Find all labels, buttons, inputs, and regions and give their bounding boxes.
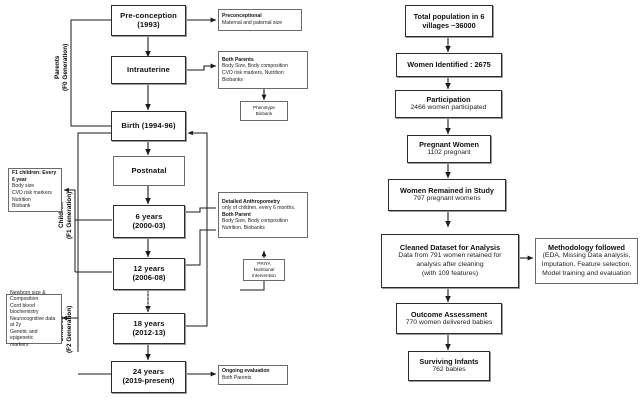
note-f1-children-line-0: F1 children: Every: [12, 170, 57, 177]
note-newborn-line-2: Cord blood: [10, 302, 35, 309]
rnode-outcome-assessment-title: Outcome Assessment: [410, 309, 488, 319]
rnode-cleaned-dataset-title: Cleaned Dataset for Analysis: [399, 243, 501, 253]
node-six-years-subtitle: (2000-03): [132, 220, 166, 230]
note-preconceptional-line-0: Preconceptional: [222, 13, 262, 20]
note-both-parents-line-3: Biobanks: [222, 76, 243, 83]
rnode-women-identified-title: Women Identified : 2675: [407, 60, 491, 70]
note-preconceptional: Preconceptional Maternal and paternal si…: [218, 9, 302, 31]
note-newborn-line-3: biochemistry: [10, 309, 39, 316]
note-preconceptional-line-1: Maternal and paternal size: [222, 20, 283, 26]
note-f1-children: F1 children: Every 6 year Body size CVD …: [8, 168, 62, 212]
note-detailed-anthropometry-line-0: Detailed Anthropometry: [222, 198, 280, 205]
rnode-total-population-title2: villages ~36000: [422, 21, 476, 30]
rnode-pregnant-women-subtitle: 1102 pregnant: [427, 149, 471, 157]
rnode-women-remained-subtitle: 797 pregnant womens: [413, 195, 481, 203]
node-twelve-years-subtitle: (2006-08): [132, 273, 166, 282]
note-newborn-line-5: at 2y: [10, 322, 22, 329]
note-newborn-line-4: Neurocognitive data: [10, 315, 56, 322]
node-six-years[interactable]: 6 years (2000-03): [113, 205, 185, 238]
rnode-women-identified[interactable]: Women Identified : 2675: [396, 53, 502, 77]
rnode-cleaned-dataset-subtitle2: analysis after cleaning: [416, 261, 484, 269]
node-twentyfour-years-title: 24 years: [132, 367, 165, 377]
note-f1-children-line-4: Nutrition: [12, 196, 31, 203]
note-ongoing-evaluation-line-1: Both Parents: [222, 375, 252, 381]
note-both-parents-line-1: Body Size, Body composition: [222, 63, 288, 70]
note-phenotype-biobank-line-1: Biobank: [255, 111, 273, 116]
rnode-women-remained[interactable]: Women Remained in Study 797 pregnant wom…: [388, 179, 506, 211]
note-both-parents-line-0: Both Parents: [222, 56, 254, 63]
note-detailed-anthropometry-line-3: Body Size, Body composition: [222, 218, 288, 225]
rnode-methodology-subtitle: (EDA, Missing Data analysis,: [542, 252, 631, 260]
node-eighteen-years-title: 18 years: [133, 318, 165, 328]
rnode-pregnant-women[interactable]: Pregnant Women 1102 pregnant: [407, 135, 491, 163]
note-newborn-line-7: markers: [10, 341, 29, 348]
node-birth-title: Birth (1994-96): [121, 120, 176, 130]
node-postnatal[interactable]: Postnatal: [113, 156, 185, 186]
rnode-women-remained-title: Women Remained in Study: [400, 186, 494, 196]
node-eighteen-years[interactable]: 18 years (2012-13): [113, 313, 185, 344]
note-detailed-anthropometry: Detailed Anthropometry only of children,…: [218, 192, 308, 238]
node-birth[interactable]: Birth (1994-96): [111, 111, 186, 141]
node-twelve-years-title: 12 years: [133, 264, 165, 274]
node-twelve-years[interactable]: 12 years (2006-08): [113, 258, 185, 290]
note-priya-line-1: Nutritional: [253, 267, 275, 273]
note-priya-intervention: PRIYA Nutritional Intervention: [243, 259, 285, 281]
note-detailed-anthropometry-line-1: only of children, every 6 months.: [222, 205, 296, 212]
rnode-surviving-infants-title: Surviving Infants: [419, 357, 479, 367]
note-priya-line-2: Intervention: [251, 272, 276, 278]
rnode-methodology-title: Methodology followed: [547, 243, 625, 253]
node-pre-conception[interactable]: Pre-conception (1993): [111, 5, 186, 36]
rnode-pregnant-women-title: Pregnant Women: [419, 140, 479, 150]
note-newborn-measures: Newborn size & Composition Cord blood bi…: [6, 290, 62, 348]
rnode-outcome-assessment-subtitle: 770 women delivered babies: [405, 318, 493, 326]
note-phenotype-biobank: Phenotype Biobank: [240, 101, 288, 121]
note-detailed-anthropometry-line-2: Both Parent: [222, 211, 251, 218]
note-f1-children-line-3: CVD risk markers: [12, 190, 52, 196]
rnode-participation[interactable]: Participation 2466 women participated: [395, 90, 502, 118]
node-twentyfour-years[interactable]: 24 years (2019-present): [111, 361, 186, 393]
node-eighteen-years-subtitle: (2012-13): [132, 327, 166, 337]
note-f1-children-line-5: Biobank: [12, 203, 31, 210]
rnode-methodology-subtitle3: Model training and evaluation: [542, 269, 631, 277]
rnode-cleaned-dataset-subtitle: Data from 791 women retained for: [398, 252, 502, 260]
note-phenotype-biobank-line-0: Phenotype: [253, 105, 275, 111]
rnode-methodology-followed[interactable]: Methodology followed (EDA, Missing Data …: [535, 238, 638, 284]
node-postnatal-title: Postnatal: [131, 165, 167, 175]
node-intrauterine-title: Intrauterine: [127, 64, 170, 74]
rnode-methodology-subtitle2: Imputation, Feature selection,: [541, 261, 632, 269]
note-f1-children-line-2: Body size: [12, 183, 35, 190]
vertical-label-parents-f0: Parents (F0 Generation): [54, 43, 69, 91]
rnode-participation-subtitle: 2466 women participated: [410, 104, 487, 112]
note-detailed-anthropometry-line-4: Nutrition, Biobanks: [222, 224, 265, 231]
rnode-cleaned-dataset[interactable]: Cleaned Dataset for Analysis Data from 7…: [381, 234, 519, 288]
note-f1-children-line-1: 6 year: [12, 176, 27, 183]
note-priya-line-0: PRIYA: [257, 261, 271, 267]
rnode-total-population[interactable]: Total population in 6 villages ~36000: [405, 5, 493, 37]
note-newborn-line-6: Genetic and epigenetic: [10, 328, 38, 342]
note-ongoing-evaluation: Ongoing evaluation Both Parents: [218, 365, 288, 385]
node-pre-conception-title: Pre-conception (1993): [120, 10, 177, 29]
node-six-years-title: 6 years: [135, 211, 163, 221]
note-newborn-line-0: Newborn size &: [10, 289, 46, 296]
note-both-parents: Both Parents Body Size, Body composition…: [218, 51, 308, 89]
node-twentyfour-years-subtitle: (2019-present): [122, 376, 175, 385]
note-both-parents-line-2: CVD risk markers, Nutrition: [222, 70, 284, 76]
rnode-outcome-assessment[interactable]: Outcome Assessment 770 women delivered b…: [396, 303, 502, 334]
node-intrauterine[interactable]: Intrauterine: [111, 56, 186, 84]
note-newborn-line-1: Composition: [10, 296, 39, 303]
rnode-participation-title: Participation: [426, 95, 471, 105]
rnode-total-population-title: Total population in 6: [413, 11, 485, 21]
rnode-surviving-infants-subtitle: 762 babies: [432, 366, 466, 374]
note-ongoing-evaluation-line-0: Ongoing evaluation: [222, 368, 270, 375]
rnode-surviving-infants[interactable]: Surviving Infants 762 babies: [408, 351, 490, 381]
rnode-cleaned-dataset-subtitle3: (with 109 features): [421, 269, 479, 277]
